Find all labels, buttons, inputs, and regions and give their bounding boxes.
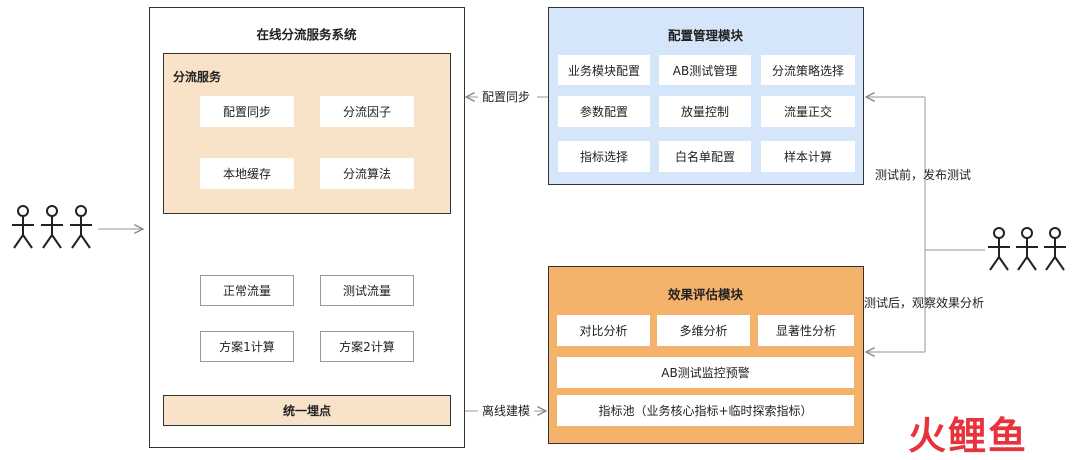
test-flow-box: 测试流量 bbox=[320, 275, 414, 306]
config-item-split-strategy: 分流策略选择 bbox=[761, 55, 855, 85]
config-item-sample-calc: 样本计算 bbox=[761, 141, 855, 172]
config-item-params: 参数配置 bbox=[558, 96, 650, 127]
offline-modeling-label: 离线建模 bbox=[482, 404, 531, 418]
config-item-business-module: 业务模块配置 bbox=[558, 55, 650, 85]
split-service-title: 分流服务 bbox=[173, 70, 222, 84]
watermark-logo: 火鲤鱼 bbox=[908, 414, 1029, 458]
eval-item-multidim: 多维分析 bbox=[657, 315, 750, 346]
right-users-icon bbox=[988, 227, 1066, 271]
eval-module-title: 效果评估模块 bbox=[667, 287, 743, 302]
split-service-panel: 分流服务 bbox=[163, 53, 451, 214]
service-item-split-factor: 分流因子 bbox=[320, 96, 414, 127]
config-item-ab-test-manage: AB测试管理 bbox=[659, 55, 751, 85]
normal-flow-box: 正常流量 bbox=[200, 275, 294, 306]
before-test-label: 测试前，发布测试 bbox=[875, 168, 972, 182]
eval-item-compare: 对比分析 bbox=[557, 315, 650, 346]
config-item-metric-select: 指标选择 bbox=[558, 141, 650, 172]
config-sync-label: 配置同步 bbox=[482, 90, 531, 104]
config-item-rollout: 放量控制 bbox=[659, 96, 751, 127]
eval-item-significance: 显著性分析 bbox=[758, 315, 854, 346]
service-item-local-cache: 本地缓存 bbox=[200, 158, 294, 189]
eval-metric-pool-bar: 指标池（业务核心指标+临时探索指标） bbox=[557, 395, 854, 426]
system-title: 在线分流服务系统 bbox=[256, 27, 357, 42]
left-users-icon bbox=[12, 205, 92, 249]
config-item-whitelist: 白名单配置 bbox=[659, 141, 751, 172]
service-item-split-algorithm: 分流算法 bbox=[320, 158, 414, 189]
config-item-orthogonal: 流量正交 bbox=[761, 96, 855, 127]
unified-tracking-bar: 统一埋点 bbox=[163, 395, 451, 426]
eval-monitor-bar: AB测试监控预警 bbox=[557, 357, 854, 388]
plan2-box: 方案2计算 bbox=[320, 331, 414, 362]
plan1-box: 方案1计算 bbox=[200, 331, 294, 362]
service-item-config-sync: 配置同步 bbox=[200, 96, 294, 127]
config-module-title: 配置管理模块 bbox=[667, 28, 743, 43]
after-test-label: 测试后，观察效果分析 bbox=[864, 296, 985, 310]
